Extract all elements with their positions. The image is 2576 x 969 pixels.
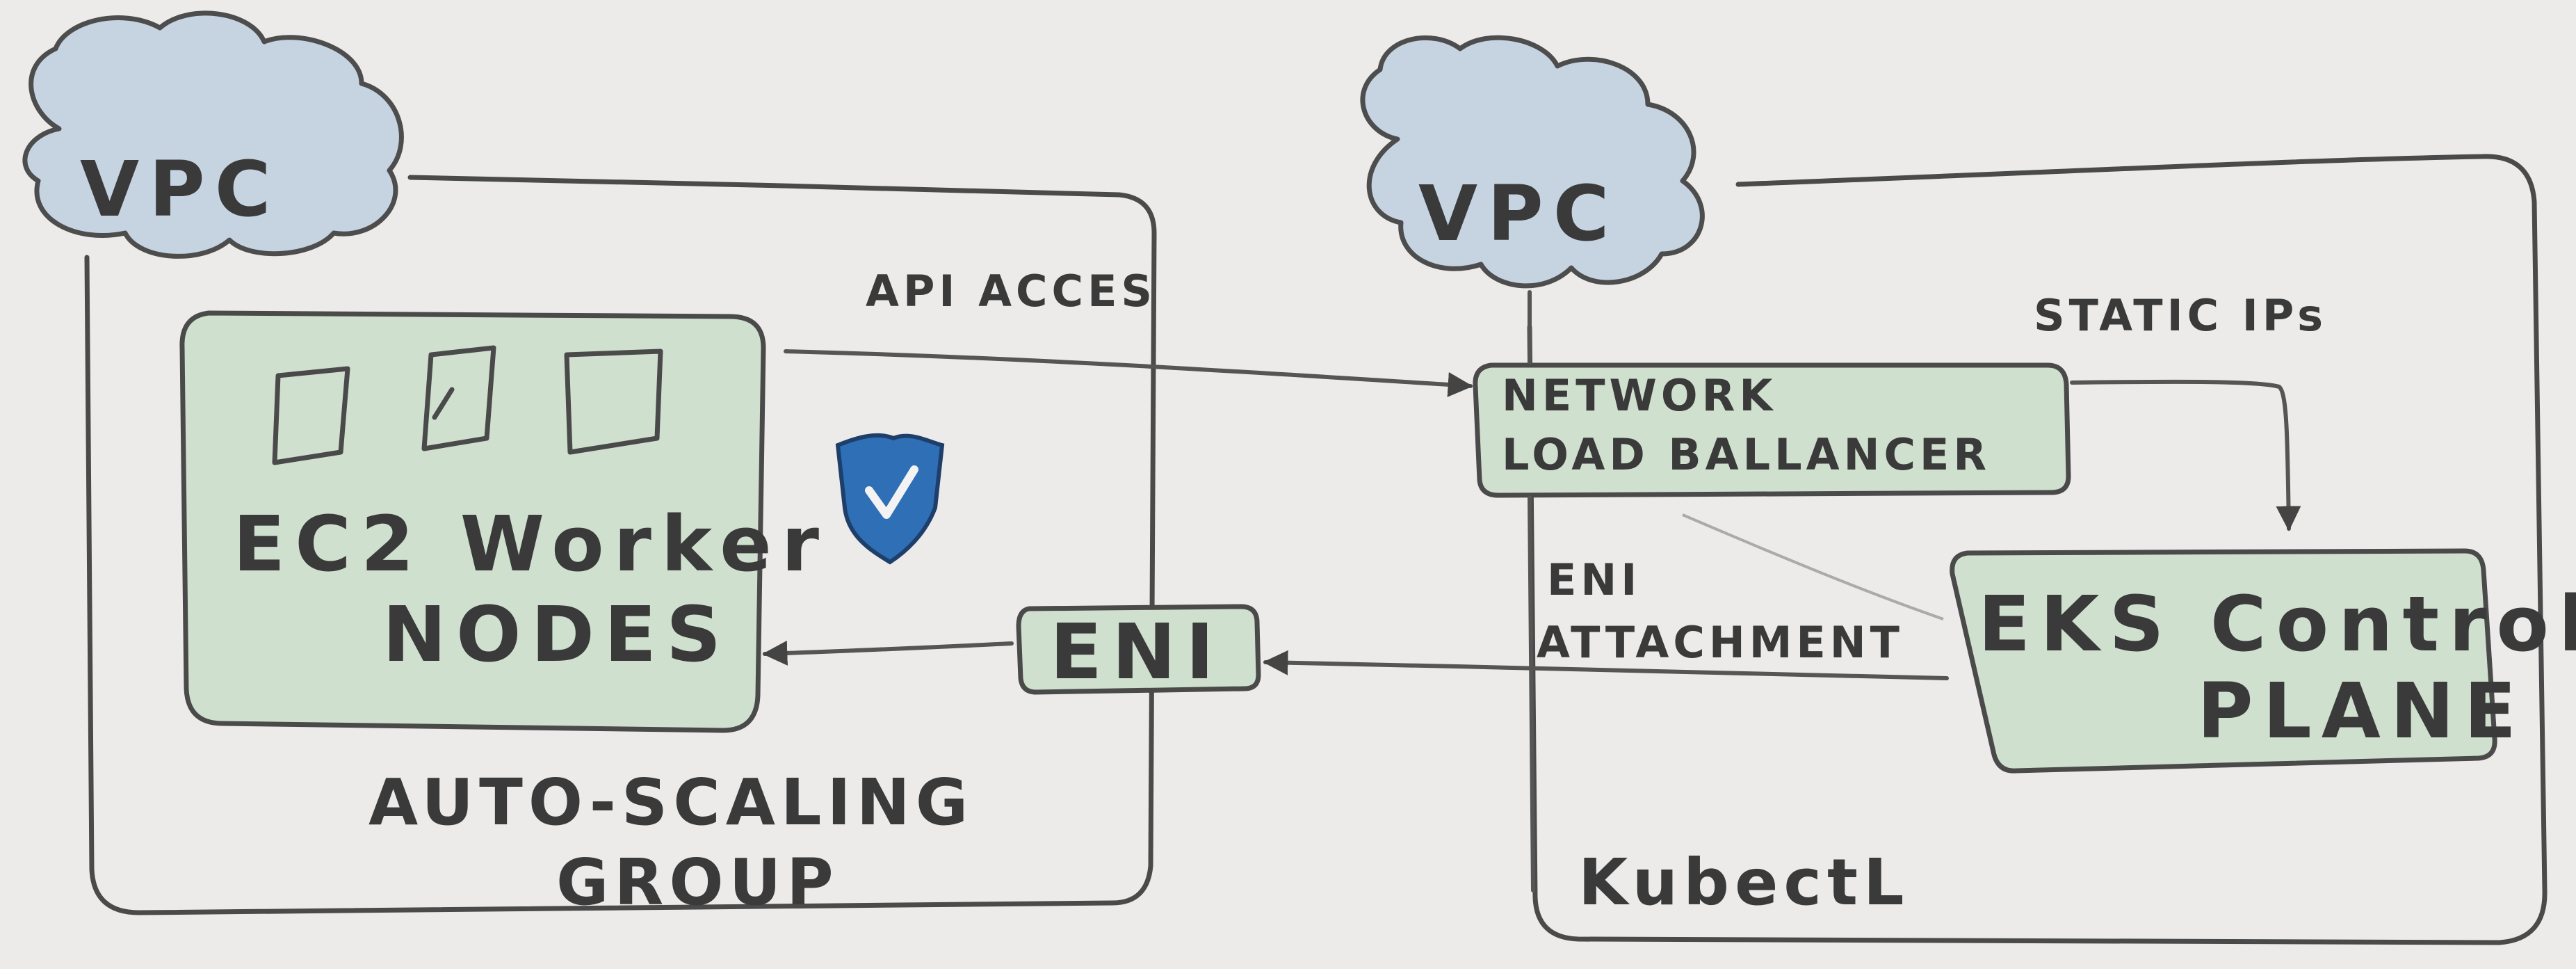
right-vpc: VPC STATIC IPs NETWORK LOAD BALLANCER EN… <box>1360 35 2576 945</box>
kubectl-label: KubectL <box>1578 845 1910 920</box>
right-vpc-cloud <box>1360 35 1705 289</box>
api-access-arrow <box>784 349 1473 397</box>
left-vpc-label: VPC <box>80 145 280 234</box>
asg-label-line2: GROUP <box>556 845 839 920</box>
eni-to-workers-arrow <box>762 640 1014 666</box>
eks-control-plane-box: EKS Control PLANE <box>1950 548 2576 774</box>
right-inner-divider-bottom <box>1528 495 1535 892</box>
control-plane-label-line2: PLANE <box>2197 666 2526 755</box>
api-access-label: API ACCES <box>866 266 1156 317</box>
right-vpc-boundary <box>1527 154 2547 945</box>
left-vpc: VPC API ACCES EC2 Worker NODES ENI AUTO-… <box>22 10 1261 920</box>
nlb-to-control-plane-faint-line <box>1682 513 1944 620</box>
nlb-label-line1: NETWORK <box>1502 370 1776 421</box>
eni-attachment-arrow <box>1263 650 1949 680</box>
instance-icon <box>272 345 663 465</box>
worker-box-label-line1: EC2 Worker <box>233 499 829 588</box>
left-vpc-boundary <box>84 175 1157 915</box>
shield-check-icon <box>835 433 945 565</box>
eni-attachment-label-line1: ENI <box>1547 554 1641 605</box>
left-vpc-cloud <box>22 10 404 259</box>
nlb-label-line2: LOAD BALLANCER <box>1502 429 1991 480</box>
eni-label: ENI <box>1050 607 1224 696</box>
eni-box: ENI <box>1016 604 1261 696</box>
eni-attachment-label-line2: ATTACHMENT <box>1537 617 1904 668</box>
nlb-box: NETWORK LOAD BALLANCER <box>1473 362 2071 498</box>
ec2-worker-nodes-box: EC2 Worker NODES <box>179 310 829 733</box>
control-plane-label-line1: EKS Control <box>1978 579 2576 668</box>
right-vpc-label: VPC <box>1418 169 1619 258</box>
connectors <box>762 290 2301 892</box>
asg-label-line1: AUTO-SCALING <box>368 765 973 840</box>
worker-box-label-line2: NODES <box>382 590 731 679</box>
static-ips-arrow <box>2070 379 2301 531</box>
static-ips-label: STATIC IPs <box>2034 290 2327 341</box>
